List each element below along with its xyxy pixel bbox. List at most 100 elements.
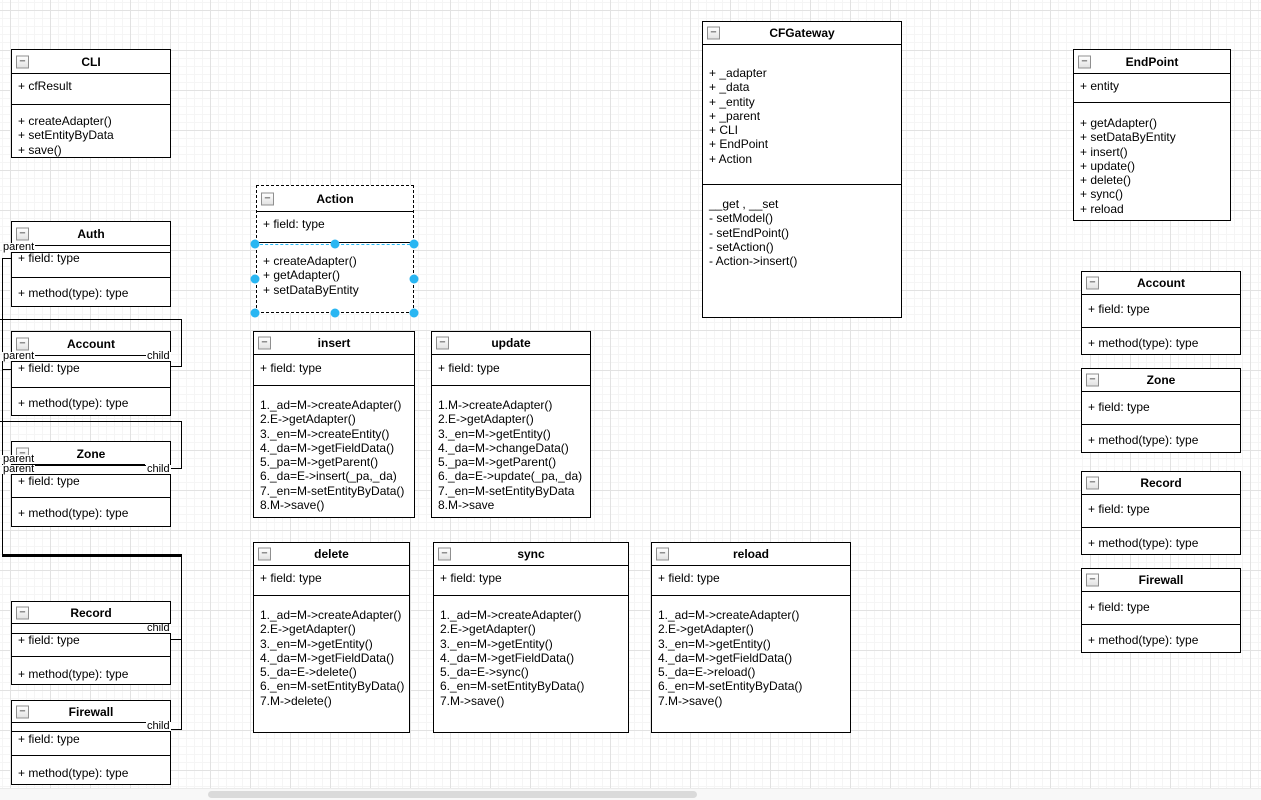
edge-label-parent[interactable]: parent [2, 241, 36, 253]
collapse-icon[interactable]: − [258, 336, 271, 350]
selection-handle[interactable] [250, 308, 260, 318]
class-attributes-section[interactable]: + field: type [257, 212, 413, 242]
class-attributes-section[interactable]: + field: type [1082, 392, 1240, 424]
edge-segment[interactable] [2, 258, 11, 259]
collapse-icon[interactable]: − [258, 547, 271, 561]
class-attributes-section[interactable]: + field: type [254, 355, 414, 385]
class-attributes-section[interactable]: + field: type [12, 466, 170, 497]
class-methods-section[interactable]: + method(type): type [1082, 327, 1240, 354]
edge-segment[interactable] [11, 252, 171, 253]
class-methods-section[interactable]: 1.M->createAdapter()2.E->getAdapter()3._… [432, 385, 590, 517]
class-cfgateway[interactable]: −CFGateway+ _adapter+ _data+ _entity+ _p… [702, 21, 902, 318]
class-title-bar[interactable]: −insert [254, 332, 414, 355]
class-attributes-section[interactable]: + field: type [652, 566, 850, 595]
class-attributes-section[interactable]: + field: type [434, 566, 628, 595]
class-methods-section[interactable]: + method(type): type [1082, 624, 1240, 652]
selection-handle[interactable] [409, 308, 419, 318]
edge-segment[interactable] [0, 421, 182, 422]
class-zone-right[interactable]: −Zone+ field: type+ method(type): type [1081, 368, 1241, 453]
collapse-icon[interactable]: − [16, 705, 29, 718]
class-account-left[interactable]: −Account+ field: type+ method(type): typ… [11, 331, 171, 416]
selection-handle[interactable] [330, 239, 340, 249]
class-attributes-section[interactable]: + field: type [432, 355, 590, 385]
collapse-icon[interactable]: − [1086, 573, 1099, 587]
edge-segment[interactable] [181, 556, 182, 730]
class-attributes-section[interactable]: + _adapter+ _data+ _entity+ _parent+ CLI… [703, 45, 901, 184]
class-methods-section[interactable]: + createAdapter()+ setEntityByData+ save… [12, 104, 170, 157]
edge-label-parent[interactable]: parent [2, 350, 36, 362]
edge-label-child[interactable]: child [146, 463, 171, 475]
horizontal-scrollbar-thumb[interactable] [208, 791, 697, 798]
edge-label-child[interactable]: child [146, 720, 171, 732]
class-title-bar[interactable]: −Account [12, 332, 170, 356]
class-methods-section[interactable]: __get , __set- setModel()- setEndPoint()… [703, 184, 901, 317]
edge-segment[interactable] [171, 366, 182, 367]
class-firewall-left[interactable]: −Firewall+ field: type+ method(type): ty… [11, 700, 171, 785]
class-methods-section[interactable]: + getAdapter()+ setDataByEntity+ insert(… [1074, 102, 1230, 220]
class-title-bar[interactable]: −reload [652, 543, 850, 566]
edge-segment[interactable] [11, 464, 145, 465]
class-title-bar[interactable]: −Zone [1082, 369, 1240, 392]
class-title-bar[interactable]: −Action [257, 186, 413, 212]
class-methods-section[interactable]: + method(type): type [1082, 527, 1240, 554]
selection-handle[interactable] [409, 274, 419, 284]
class-endpoint[interactable]: −EndPoint+ entity+ getAdapter()+ setData… [1073, 49, 1231, 221]
class-methods-section[interactable]: + createAdapter()+ getAdapter()+ setData… [257, 242, 413, 312]
edge-segment[interactable] [171, 639, 182, 640]
class-record-right[interactable]: −Record+ field: type+ method(type): type [1081, 471, 1241, 555]
class-title-bar[interactable]: −EndPoint [1074, 50, 1230, 74]
class-methods-section[interactable]: + method(type): type [12, 755, 170, 784]
collapse-icon[interactable]: − [16, 227, 29, 240]
edge-label-parent[interactable]: parent [2, 453, 36, 465]
class-auth[interactable]: −Auth+ field: type+ method(type): type [11, 221, 171, 307]
edge-segment[interactable] [171, 468, 182, 469]
collapse-icon[interactable]: − [1086, 476, 1099, 490]
class-firewall-right[interactable]: −Firewall+ field: type+ method(type): ty… [1081, 568, 1241, 653]
edge-segment[interactable] [0, 319, 182, 320]
class-zone-left[interactable]: −Zone+ field: type+ method(type): type [11, 441, 171, 527]
class-title-bar[interactable]: −Firewall [1082, 569, 1240, 592]
class-methods-section[interactable]: + method(type): type [1082, 424, 1240, 452]
class-methods-section[interactable]: + method(type): type [12, 497, 170, 526]
class-attributes-section[interactable]: + field: type [254, 566, 409, 595]
edge-segment[interactable] [171, 729, 182, 730]
class-record-left[interactable]: −Record+ field: type+ method(type): type [11, 601, 171, 685]
class-methods-section[interactable]: + method(type): type [12, 387, 170, 415]
collapse-icon[interactable]: − [656, 547, 669, 561]
collapse-icon[interactable]: − [707, 26, 720, 40]
collapse-icon[interactable]: − [16, 606, 29, 619]
collapse-icon[interactable]: − [1086, 276, 1099, 290]
class-title-bar[interactable]: −Record [1082, 472, 1240, 495]
class-title-bar[interactable]: −Account [1082, 272, 1240, 295]
class-title-bar[interactable]: −Record [12, 602, 170, 624]
selection-handle[interactable] [330, 308, 340, 318]
edge-label-child[interactable]: child [146, 622, 171, 634]
horizontal-scrollbar[interactable] [0, 788, 1261, 800]
class-title-bar[interactable]: −Firewall [12, 701, 170, 723]
collapse-icon[interactable]: − [1078, 55, 1091, 68]
class-attributes-section[interactable]: + field: type [1082, 592, 1240, 624]
class-account-right[interactable]: −Account+ field: type+ method(type): typ… [1081, 271, 1241, 355]
edge-label-child[interactable]: child [146, 350, 171, 362]
selection-handle[interactable] [409, 239, 419, 249]
edge-segment[interactable] [2, 369, 11, 370]
edge-segment[interactable] [11, 633, 171, 634]
selection-handle[interactable] [250, 274, 260, 284]
edge-segment[interactable] [181, 319, 182, 367]
edge-segment[interactable] [2, 554, 182, 557]
edge-segment[interactable] [11, 731, 171, 732]
class-title-bar[interactable]: −sync [434, 543, 628, 566]
class-methods-section[interactable]: + method(type): type [12, 277, 170, 306]
class-cli[interactable]: −CLI+ cfResult+ createAdapter()+ setEnti… [11, 49, 171, 158]
class-title-bar[interactable]: −Auth [12, 222, 170, 246]
selection-handle[interactable] [250, 239, 260, 249]
class-title-bar[interactable]: −delete [254, 543, 409, 566]
edge-segment[interactable] [11, 361, 171, 362]
class-attributes-section[interactable]: + field: type [12, 356, 170, 387]
class-attributes-section[interactable]: + field: type [1082, 295, 1240, 327]
edge-segment[interactable] [2, 258, 3, 370]
